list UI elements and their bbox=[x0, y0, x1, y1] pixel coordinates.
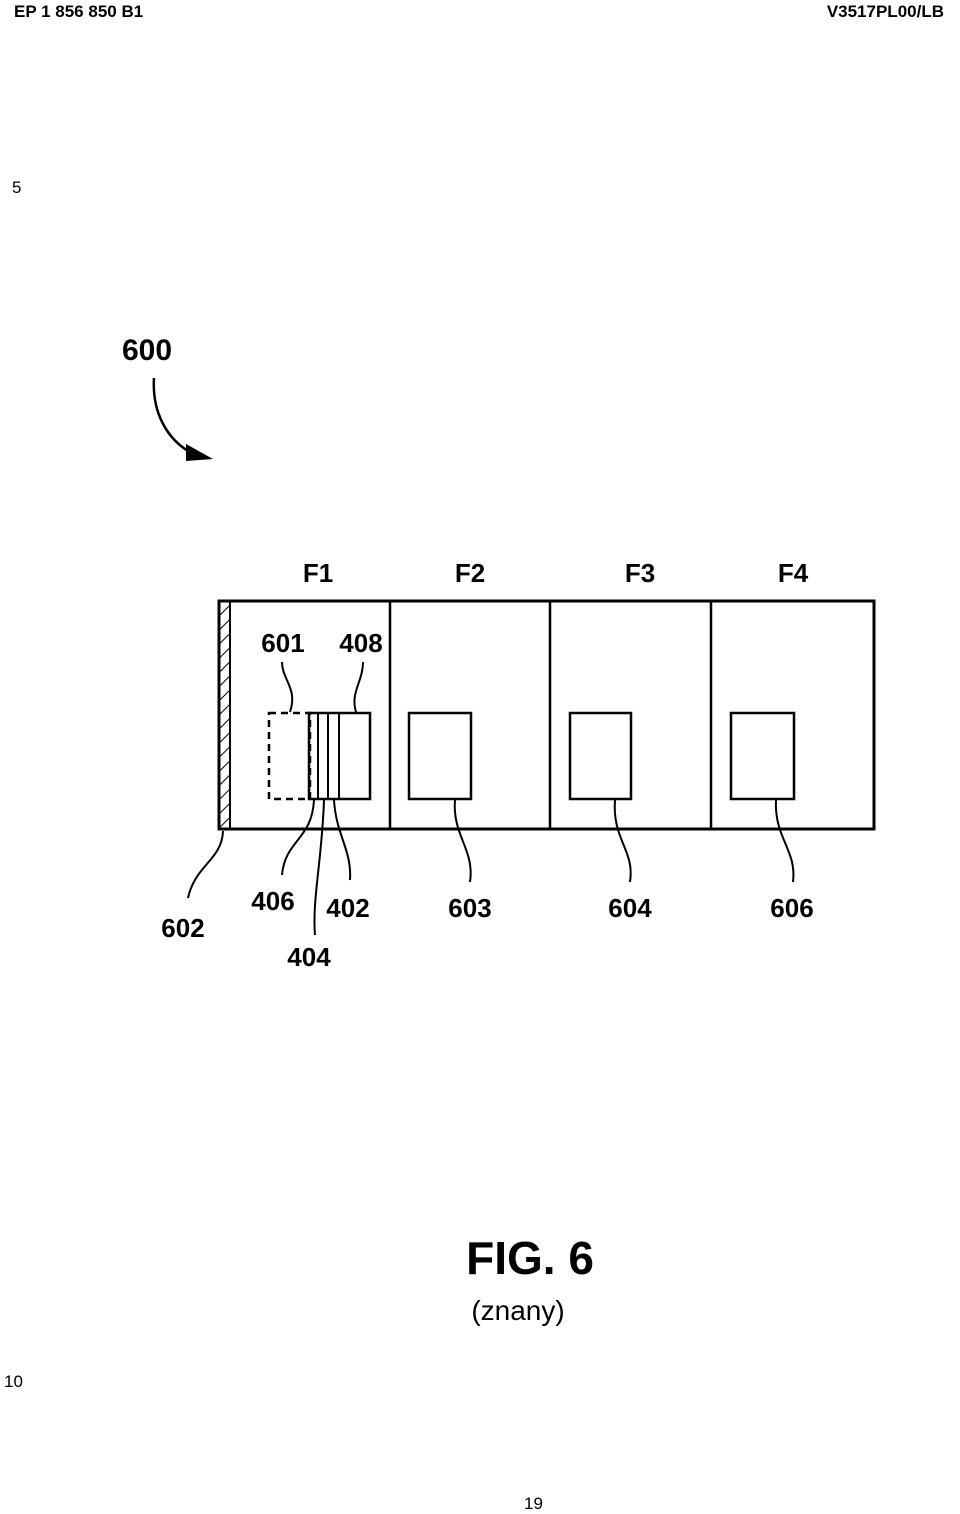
ref-600-label: 600 bbox=[122, 334, 172, 367]
header-document-code: V3517PL00/LB bbox=[826, 2, 944, 21]
ref-604-label: 604 bbox=[608, 893, 652, 923]
ref-406-label: 406 bbox=[251, 886, 294, 916]
line-number-10: 10 bbox=[4, 1372, 23, 1391]
leader-604 bbox=[613, 799, 632, 883]
ref-600-arrow-line bbox=[152, 377, 196, 457]
ref-600-arrowhead bbox=[186, 444, 213, 461]
leader-406 bbox=[281, 799, 315, 876]
leader-402 bbox=[333, 799, 352, 881]
line-number-5: 5 bbox=[12, 178, 22, 197]
ref-402-label: 402 bbox=[326, 893, 369, 923]
box-606 bbox=[729, 711, 796, 801]
frame-label-f1: F1 bbox=[303, 558, 333, 588]
figure-subtitle: (znany) bbox=[471, 1295, 564, 1326]
frame-strip-outline bbox=[217, 599, 876, 831]
ref-602-label: 602 bbox=[161, 913, 204, 943]
ref-601-label: 601 bbox=[261, 628, 304, 658]
frame-label-f3: F3 bbox=[625, 558, 655, 588]
leader-408 bbox=[353, 661, 364, 713]
hatched-edge-602 bbox=[220, 602, 230, 828]
page-number: 19 bbox=[524, 1494, 543, 1513]
leader-404 bbox=[313, 799, 325, 936]
box-603 bbox=[407, 711, 473, 801]
leader-606 bbox=[774, 799, 795, 883]
ref-404-label: 404 bbox=[287, 942, 331, 972]
header-patent-number: EP 1 856 850 B1 bbox=[14, 2, 144, 21]
leader-602 bbox=[187, 830, 224, 899]
leader-601 bbox=[281, 661, 294, 713]
frame-label-f2: F2 bbox=[455, 558, 485, 588]
frame-label-f4: F4 bbox=[778, 558, 809, 588]
box-604 bbox=[568, 711, 633, 801]
ref-606-label: 606 bbox=[770, 893, 813, 923]
figure-title: FIG. 6 bbox=[466, 1232, 594, 1284]
dashed-region-601 bbox=[267, 711, 312, 801]
ref-408-label: 408 bbox=[339, 628, 382, 658]
leader-603 bbox=[453, 799, 472, 883]
ref-603-label: 603 bbox=[448, 893, 491, 923]
